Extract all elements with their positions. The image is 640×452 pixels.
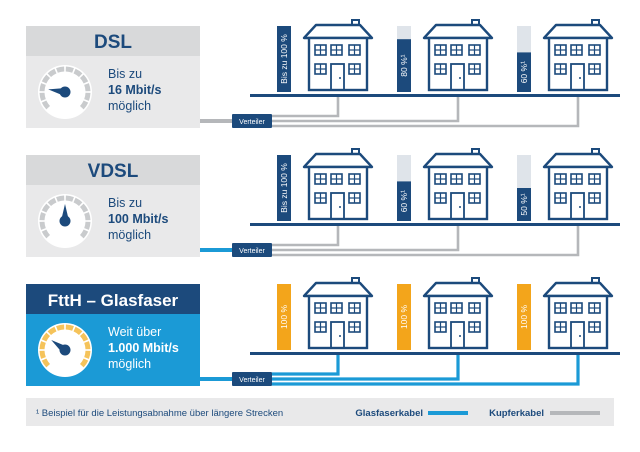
title-bar — [26, 26, 200, 56]
speed-value: 1.000 Mbit/s — [108, 341, 179, 355]
legend-fiber-swatch — [428, 411, 468, 415]
speed-bar-2: 100 % — [397, 284, 411, 350]
feed-cable — [200, 119, 232, 123]
footnote: ¹ Beispiel für die Leistungsabnahme über… — [36, 408, 283, 419]
feed-cable — [200, 377, 232, 381]
speed-line-3: möglich — [108, 357, 151, 371]
distributor-label: Verteiler — [239, 377, 265, 384]
speed-value: 100 Mbit/s — [108, 212, 168, 226]
footer-panel — [26, 398, 614, 426]
speedometer-icon — [38, 194, 92, 248]
cable-to-house-2 — [272, 97, 460, 123]
house-icon — [302, 277, 374, 350]
speed-line-3: möglich — [108, 228, 151, 242]
bar-fill — [517, 52, 531, 92]
bar-label: 60 %¹ — [399, 190, 409, 212]
house-icon — [422, 277, 494, 350]
speed-bar-2: 80 %¹ — [397, 26, 411, 92]
distributor-box — [232, 372, 272, 386]
title-bar — [26, 284, 200, 314]
speed-bar-3: 100 % — [517, 284, 531, 350]
speedometer-icon — [38, 65, 92, 119]
cable-to-house-2 — [272, 226, 460, 252]
bar-label: Bis zu 100 % — [279, 34, 289, 84]
cable-to-house-1 — [272, 355, 340, 376]
house-icon — [542, 19, 614, 92]
speed-line-1: Bis zu — [108, 196, 142, 210]
cable-to-house-3 — [272, 355, 580, 386]
feed-cable — [200, 248, 232, 252]
distributor-box — [232, 114, 272, 128]
street-line — [250, 352, 620, 355]
cable-to-house-1 — [272, 97, 340, 118]
bar-fill — [277, 155, 291, 221]
cable-to-house-3 — [272, 226, 580, 257]
footer: ¹ Beispiel für die Leistungsabnahme über… — [26, 398, 614, 426]
house-icon — [542, 148, 614, 221]
legend-fiber-label: Glasfaserkabel — [355, 408, 423, 419]
speed-line-1: Bis zu — [108, 67, 142, 81]
bar-label: Bis zu 100 % — [279, 163, 289, 213]
bar-label: 60 %¹ — [519, 61, 529, 83]
bar-fill — [277, 26, 291, 92]
bar-fill — [397, 284, 411, 350]
bar-label: 80 %¹ — [399, 54, 409, 76]
distributor-label: Verteiler — [239, 119, 265, 126]
distributor-box — [232, 243, 272, 257]
speed-line-3: möglich — [108, 99, 151, 113]
legend-copper-swatch — [550, 411, 600, 415]
house-icon — [542, 277, 614, 350]
legend-copper-label: Kupferkabel — [489, 408, 544, 419]
speed-value: 16 Mbit/s — [108, 83, 162, 97]
bar-fill — [397, 39, 411, 92]
cable-to-house-3 — [272, 97, 580, 128]
speedometer-icon — [38, 323, 92, 377]
house-icon — [422, 148, 494, 221]
street-line — [250, 94, 620, 97]
speed-bar-1: Bis zu 100 % — [277, 155, 291, 221]
cable-to-house-2 — [272, 355, 460, 381]
section-title: VDSL — [88, 161, 139, 182]
speed-bar-3: 50 %¹ — [517, 155, 531, 221]
bar-fill — [397, 181, 411, 221]
street-line — [250, 223, 620, 226]
speed-bar-3: 60 %¹ — [517, 26, 531, 92]
speed-bar-1: 100 % — [277, 284, 291, 350]
bar-fill — [517, 188, 531, 221]
distributor-label: Verteiler — [239, 248, 265, 255]
cable-to-house-1 — [272, 226, 340, 247]
bar-label: 100 % — [279, 305, 289, 330]
speed-bar-1: Bis zu 100 % — [277, 26, 291, 92]
bar-label: 50 %¹ — [519, 193, 529, 215]
bar-fill — [277, 284, 291, 350]
speed-bar-2: 60 %¹ — [397, 155, 411, 221]
section-title: DSL — [94, 32, 132, 53]
bar-fill — [517, 284, 531, 350]
house-icon — [302, 19, 374, 92]
section-title: FttH – Glasfaser — [48, 291, 179, 310]
house-icon — [302, 148, 374, 221]
bar-label: 100 % — [399, 305, 409, 330]
speed-line-1: Weit über — [108, 325, 161, 339]
bar-label: 100 % — [519, 305, 529, 330]
house-icon — [422, 19, 494, 92]
title-bar — [26, 155, 200, 185]
